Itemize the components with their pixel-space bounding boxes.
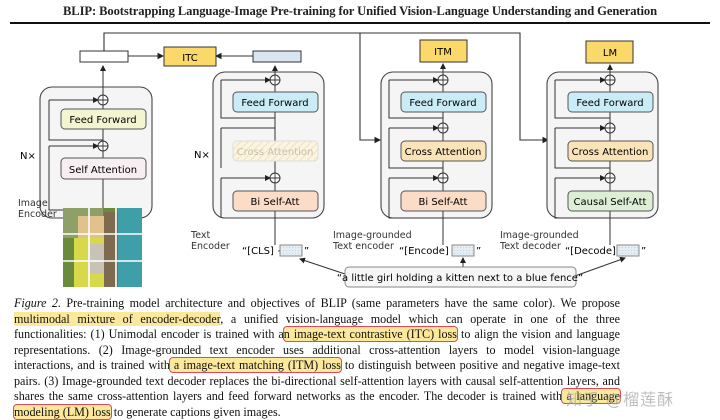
text-token-placeholder — [279, 244, 303, 257]
text-feed-forward-label: Feed Forward — [241, 98, 308, 109]
image-self-attention-label: Self Attention — [69, 165, 137, 176]
architecture-diagram: Feed Forward Self Attention N× Image Enc… — [18, 32, 659, 288]
grounded-dec-feed-forward-block — [567, 91, 654, 113]
grounded-enc-bi-self-att-label: Bi Self-Att — [419, 197, 468, 208]
decode-token-placeholder — [616, 244, 640, 257]
image-grounded-text-decoder: LM Feed Forward Cross Attention Causal S… — [499, 40, 659, 257]
lm-loss-box — [585, 40, 634, 64]
caption-segment: to align the vision and language represe… — [14, 327, 621, 372]
grounded-enc-feed-forward-block — [400, 91, 487, 113]
caption-segment: to distinguish between positive and nega… — [14, 358, 620, 403]
caption-input-text: “a little girl holding a kitten next to … — [337, 273, 583, 284]
text-cross-attention-label: Cross Attention — [237, 147, 314, 158]
image-grounded-text-encoder: ITM Feed Forward Cross Attention Bi Self… — [332, 39, 493, 257]
grounded-enc-bi-self-att-block — [400, 190, 487, 212]
text-repeat-label: N× — [194, 150, 210, 161]
caption-arrows — [299, 256, 626, 277]
highlight-itm-loss: a image-text matching (ITM) loss — [168, 357, 342, 373]
grounded-dec-cross-attention-label: Cross Attention — [572, 147, 649, 158]
image-feature-bar — [79, 50, 129, 63]
image-encoder-label-2: Encoder — [18, 209, 57, 220]
image-feed-forward-label: Feed Forward — [69, 115, 136, 126]
cls-token-close: ” — [304, 246, 309, 257]
image-encoder-container — [39, 86, 153, 219]
decode-token-input: “[Decode] + — [565, 246, 628, 257]
itc-label: ITC — [182, 53, 197, 64]
cls-token-input: “[CLS] + — [242, 246, 285, 257]
grounded-encoder-label-2: Text encoder — [332, 241, 394, 252]
encode-token-close: ” — [476, 246, 481, 257]
itc-loss-box — [163, 46, 217, 67]
image-self-attention-block — [60, 157, 147, 180]
grounded-decoder-label-1: Image-grounded — [500, 230, 579, 241]
grounded-decoder-label-2: Text decoder — [499, 241, 561, 252]
highlight-multimodal-mixture: multimodal mixture of encoder-decoder — [14, 311, 221, 326]
caption-segment: , a unified vision-language model which … — [14, 311, 620, 342]
itm-loss-box — [419, 39, 468, 63]
grounded-dec-feed-forward-label: Feed Forward — [576, 98, 643, 109]
paper-title: BLIP: Bootstrapping Language-Image Pre-t… — [62, 4, 658, 18]
image-to-lm-line — [360, 32, 550, 144]
connection-lines — [103, 32, 550, 144]
encode-token-input: “[Encode] + — [399, 246, 460, 257]
figure-caption: Figure 2. Pre-training model architectur… — [13, 296, 621, 420]
input-image-patches — [63, 208, 142, 287]
grounded-dec-causal-self-att-block — [567, 190, 654, 212]
image-encoder: Feed Forward Self Attention N× Image Enc… — [18, 50, 153, 287]
encode-token-placeholder — [451, 244, 475, 257]
text-bi-self-att-block — [232, 190, 319, 212]
text-feature-bar — [252, 50, 302, 63]
figure-label: Figure 2. — [14, 296, 61, 310]
lm-label: LM — [603, 48, 617, 59]
caption-input-box — [344, 266, 577, 288]
text-bi-self-att-label: Bi Self-Att — [251, 197, 300, 208]
text-cross-attention-block-inactive — [232, 140, 319, 162]
text-feed-forward-block — [232, 91, 319, 113]
zhihu-watermark: 知乎 @榴莲酥 — [566, 390, 675, 409]
text-encoder-label-2: Encoder — [191, 241, 230, 252]
text-encoder: Feed Forward Cross Attention Bi Self-Att… — [190, 50, 325, 257]
grounded-encoder-label-1: Image-grounded — [333, 230, 412, 241]
image-repeat-label: N× — [20, 151, 36, 162]
title-rule — [10, 22, 710, 24]
grounded-enc-cross-attention-block — [400, 140, 487, 162]
text-encoder-label-1: Text — [190, 230, 210, 241]
image-feed-forward-block — [60, 108, 147, 130]
caption-segment: to generate captions given images. — [110, 404, 281, 419]
grounded-dec-cross-attention-block — [567, 140, 654, 162]
image-encoder-label-1: Image — [18, 198, 48, 209]
caption-segment: Pre-training model architecture and obje… — [60, 296, 620, 310]
grounded-enc-feed-forward-label: Feed Forward — [409, 98, 476, 109]
grounded-dec-causal-self-att-label: Causal Self-Att — [574, 197, 647, 208]
highlight-itc-loss: n image-text contrastive (ITC) loss — [282, 326, 458, 342]
itm-label: ITM — [434, 47, 452, 58]
grounded-enc-cross-attention-label: Cross Attention — [405, 147, 482, 158]
decode-token-close: ” — [641, 246, 646, 257]
